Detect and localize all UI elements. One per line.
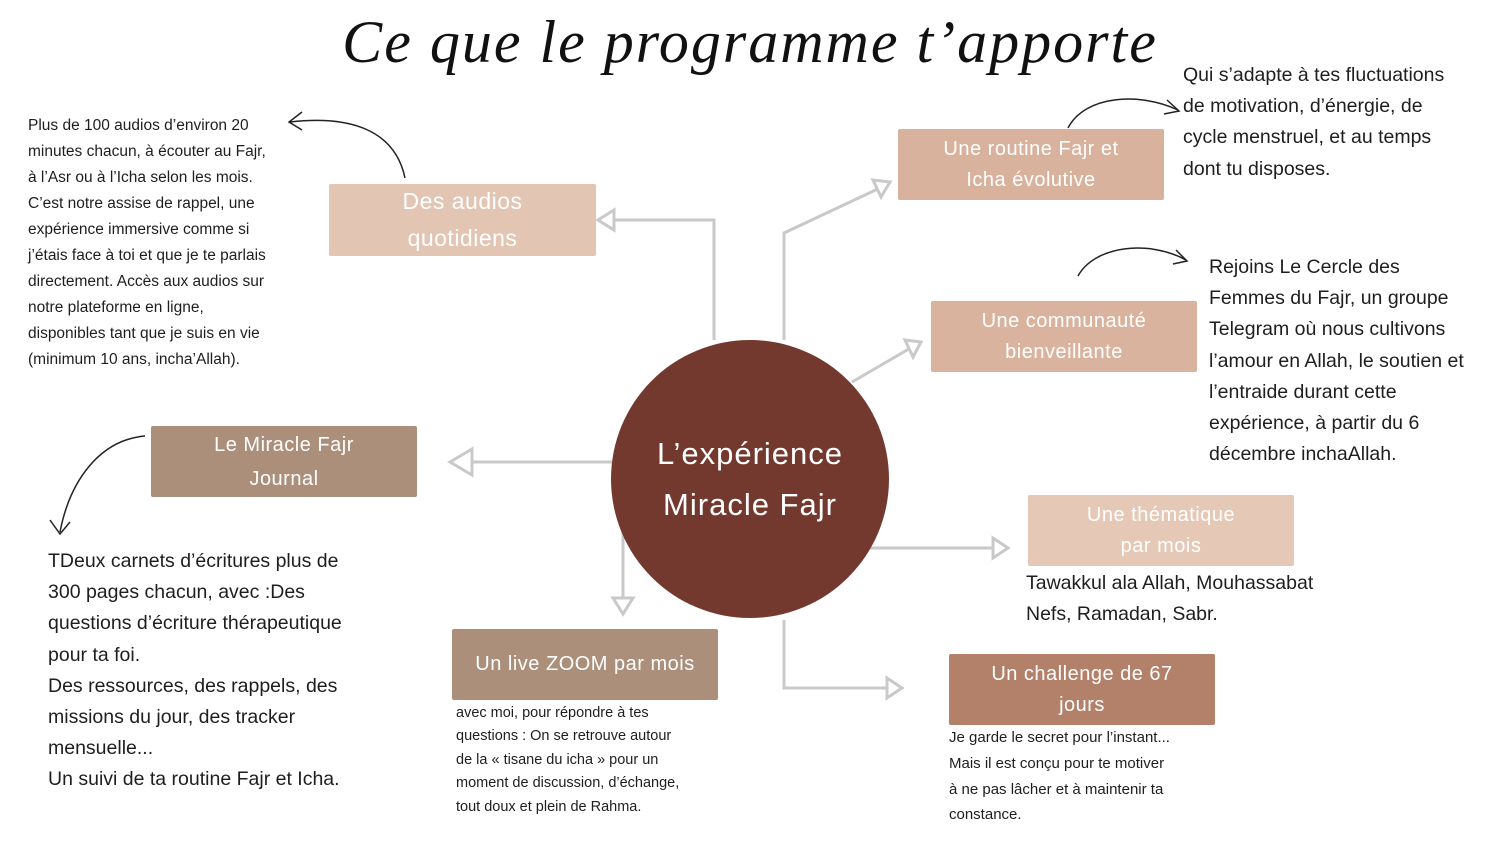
desc-line: Je garde le secret pour l’instant... [949,729,1170,746]
center-line-1: L’expérience [656,436,844,471]
desc-line: questions d’écriture thérapeutique [48,612,342,635]
node-label: Journal [249,467,319,490]
node-label: Le Miracle Fajr [214,433,354,456]
desc-line: directement. Accès aux audios sur [28,273,265,290]
node-challenge: Un challenge de 67 jours [949,654,1215,725]
desc-line: Nefs, Ramadan, Sabr. [1026,603,1218,626]
arrowhead-thematique [991,535,1011,561]
desc-routine: Qui s’adapte à tes fluctuations de motiv… [1183,60,1493,185]
center-node: L’expérience Miracle Fajr [611,340,889,618]
desc-line: de motivation, d’énergie, de [1183,95,1423,118]
desc-line: cycle menstruel, et au temps [1183,126,1432,149]
curved-arrow-communaute [1077,247,1187,277]
curved-arrow-routine [1067,98,1179,129]
desc-line: constance. [949,806,1022,824]
desc-line: minutes chacun, à écouter au Fajr, [28,143,266,160]
desc-line: à l’Asr ou à l’Icha selon les mois. [28,169,253,186]
node-label: bienveillante [1005,340,1123,363]
desc-line: disponibles tant que je suis en vie [28,325,260,342]
connector-challenge [782,620,888,690]
desc-line: l’entraide durant cette [1209,380,1397,403]
node-communaute: Une communauté bienveillante [931,301,1197,372]
desc-line: Des ressources, des rappels, des [48,674,338,697]
desc-line: de la « tisane du icha » pour un [456,751,659,768]
desc-line: tout doux et plein de Rahma. [456,798,642,815]
desc-line: j’étais face à toi et que je te parlais [28,247,266,264]
arrowhead-zoom [610,596,636,617]
desc-line: moment de discussion, d’échange, [456,775,680,792]
arrowhead-routine [870,178,893,201]
arrowhead-challenge [885,675,905,701]
node-routine: Une routine Fajr et Icha évolutive [898,129,1164,200]
page-title: Ce que le programme t’apporte [342,9,1158,75]
desc-line: Telegram où nous cultivons [1209,318,1446,341]
desc-line: expérience immersive comme si [28,221,250,238]
desc-line: (minimum 10 ans, incha’Allah). [28,351,240,368]
desc-line: l’amour en Allah, le soutien et [1209,349,1464,372]
desc-line: Un suivi de ta routine Fajr et Icha. [48,768,340,791]
desc-line: C’est notre assise de rappel, une [28,195,255,212]
desc-line: Rejoins Le Cercle des [1209,256,1400,278]
curved-arrow-audios [289,119,406,179]
arrowhead-journal [447,446,474,478]
desc-line: mensuelle... [48,737,154,760]
curved-arrow-journal [59,435,146,533]
arrowhead-audios [595,207,616,233]
connector-audios [602,218,716,340]
node-audios: Des audios quotidiens [329,184,596,256]
desc-line: questions : On se retrouve autour [456,728,672,745]
desc-line: pour ta foi. [48,643,141,666]
desc-line: à ne pas lâcher et à maintenir ta [949,780,1164,798]
desc-line: Mais il est conçu pour te motiver [949,754,1165,772]
node-label: par mois [1120,534,1202,557]
center-line-2: Miracle Fajr [663,487,837,522]
desc-zoom: avec moi, pour répondre à tes questions … [456,702,726,819]
desc-line: TDeux carnets d’écritures plus de [48,550,339,572]
node-zoom: Un live ZOOM par mois [452,629,718,700]
node-label: Une thématique [1086,503,1236,526]
node-label: Icha évolutive [966,168,1096,191]
desc-line: décembre inchaAllah. [1209,443,1397,466]
desc-journal: TDeux carnets d’écritures plus de 300 pa… [48,546,408,796]
desc-line: Qui s’adapte à tes fluctuations [1183,64,1445,86]
desc-line: expérience, à partir du 6 [1209,412,1420,435]
arrowhead-communaute [902,338,924,361]
desc-line: missions du jour, des tracker [48,706,296,729]
node-label: Une communauté [981,309,1147,332]
node-label: Une routine Fajr et [943,137,1119,160]
node-label: Un challenge de 67 [991,662,1173,685]
desc-audios: Plus de 100 audios d’environ 20 minutes … [28,113,328,373]
desc-line: notre plateforme en ligne, [28,299,204,316]
node-label: quotidiens [407,225,518,251]
connector-routine [782,185,883,340]
node-label: Un live ZOOM par mois [475,653,695,675]
desc-thematique: Tawakkul ala Allah, Mouhassabat Nefs, Ra… [1026,568,1366,630]
connector-communaute [851,344,915,384]
desc-line: Femmes du Fajr, un groupe [1209,287,1449,310]
desc-line: avec moi, pour répondre à tes [456,705,649,721]
node-label: Des audios [402,188,523,214]
node-thematique: Une thématique par mois [1028,495,1294,566]
desc-line: Tawakkul ala Allah, Mouhassabat [1026,572,1314,594]
desc-line: Plus de 100 audios d’environ 20 [28,117,249,134]
desc-line: 300 pages chacun, avec :Des [48,581,305,604]
desc-challenge: Je garde le secret pour l’instant... Mai… [949,725,1229,828]
desc-communaute: Rejoins Le Cercle des Femmes du Fajr, un… [1209,252,1500,470]
node-label: jours [1059,693,1105,716]
desc-line: dont tu disposes. [1183,157,1331,180]
